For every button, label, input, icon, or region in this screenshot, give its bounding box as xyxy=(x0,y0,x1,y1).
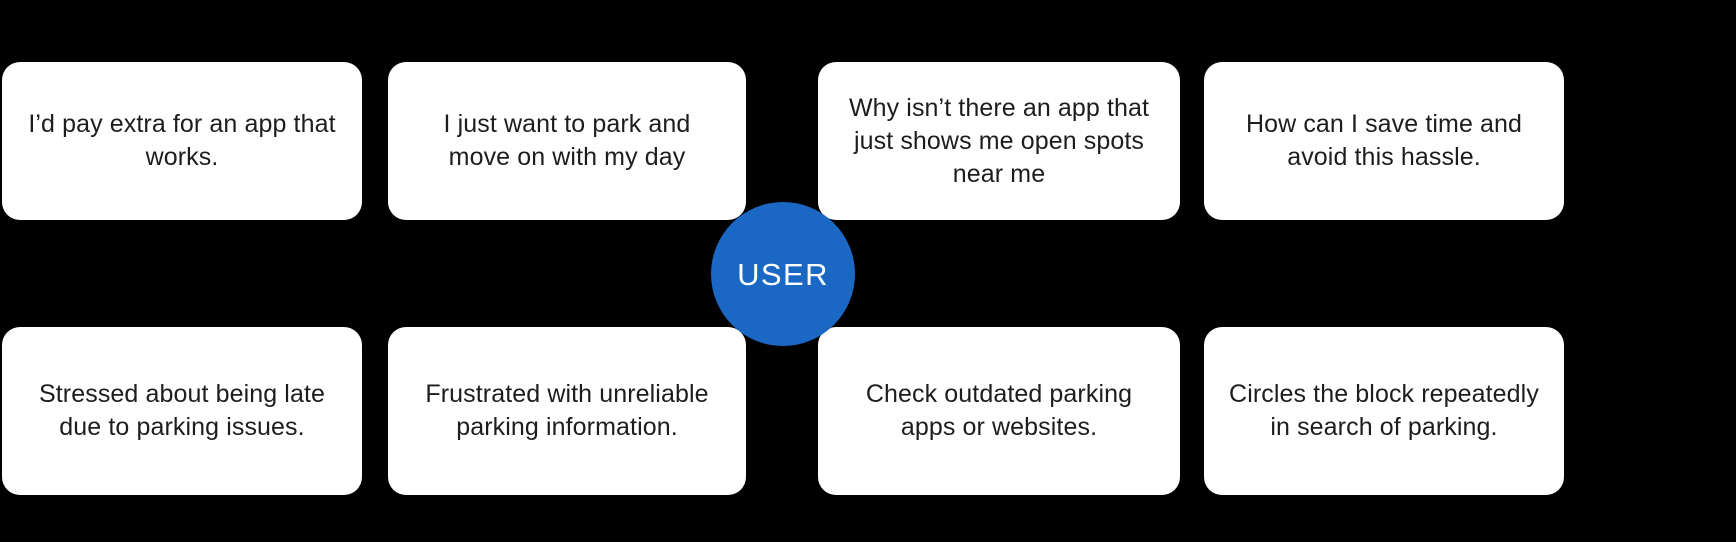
empathy-card-thinks-1[interactable]: Why isn’t there an app that just shows m… xyxy=(818,62,1180,220)
card-text: Check outdated parking apps or websites. xyxy=(865,380,1133,441)
card-text: How can I save time and avoid this hassl… xyxy=(1245,110,1523,171)
card-text: I’d pay extra for an app that works. xyxy=(28,110,336,171)
empathy-card-thinks-2[interactable]: How can I save time and avoid this hassl… xyxy=(1204,62,1564,220)
empathy-card-does-2[interactable]: Circles the block repeatedly in search o… xyxy=(1204,327,1564,495)
empathy-card-feels-1[interactable]: Stressed about being late due to parking… xyxy=(2,327,362,495)
card-text: Stressed about being late due to parking… xyxy=(38,380,326,441)
empathy-card-says-2[interactable]: I just want to park and move on with my … xyxy=(388,62,746,220)
card-text: I just want to park and move on with my … xyxy=(443,110,691,171)
card-text: Frustrated with unreliable parking infor… xyxy=(425,380,709,441)
empathy-card-does-1[interactable]: Check outdated parking apps or websites. xyxy=(818,327,1180,495)
card-text: Why isn’t there an app that just shows m… xyxy=(848,93,1150,188)
empathy-card-says-1[interactable]: I’d pay extra for an app that works. xyxy=(2,62,362,220)
empathy-card-feels-2[interactable]: Frustrated with unreliable parking infor… xyxy=(388,327,746,495)
card-text: Circles the block repeatedly in search o… xyxy=(1229,380,1539,441)
user-hub-label: USER xyxy=(737,256,829,292)
user-hub-circle[interactable]: USER xyxy=(711,202,855,346)
